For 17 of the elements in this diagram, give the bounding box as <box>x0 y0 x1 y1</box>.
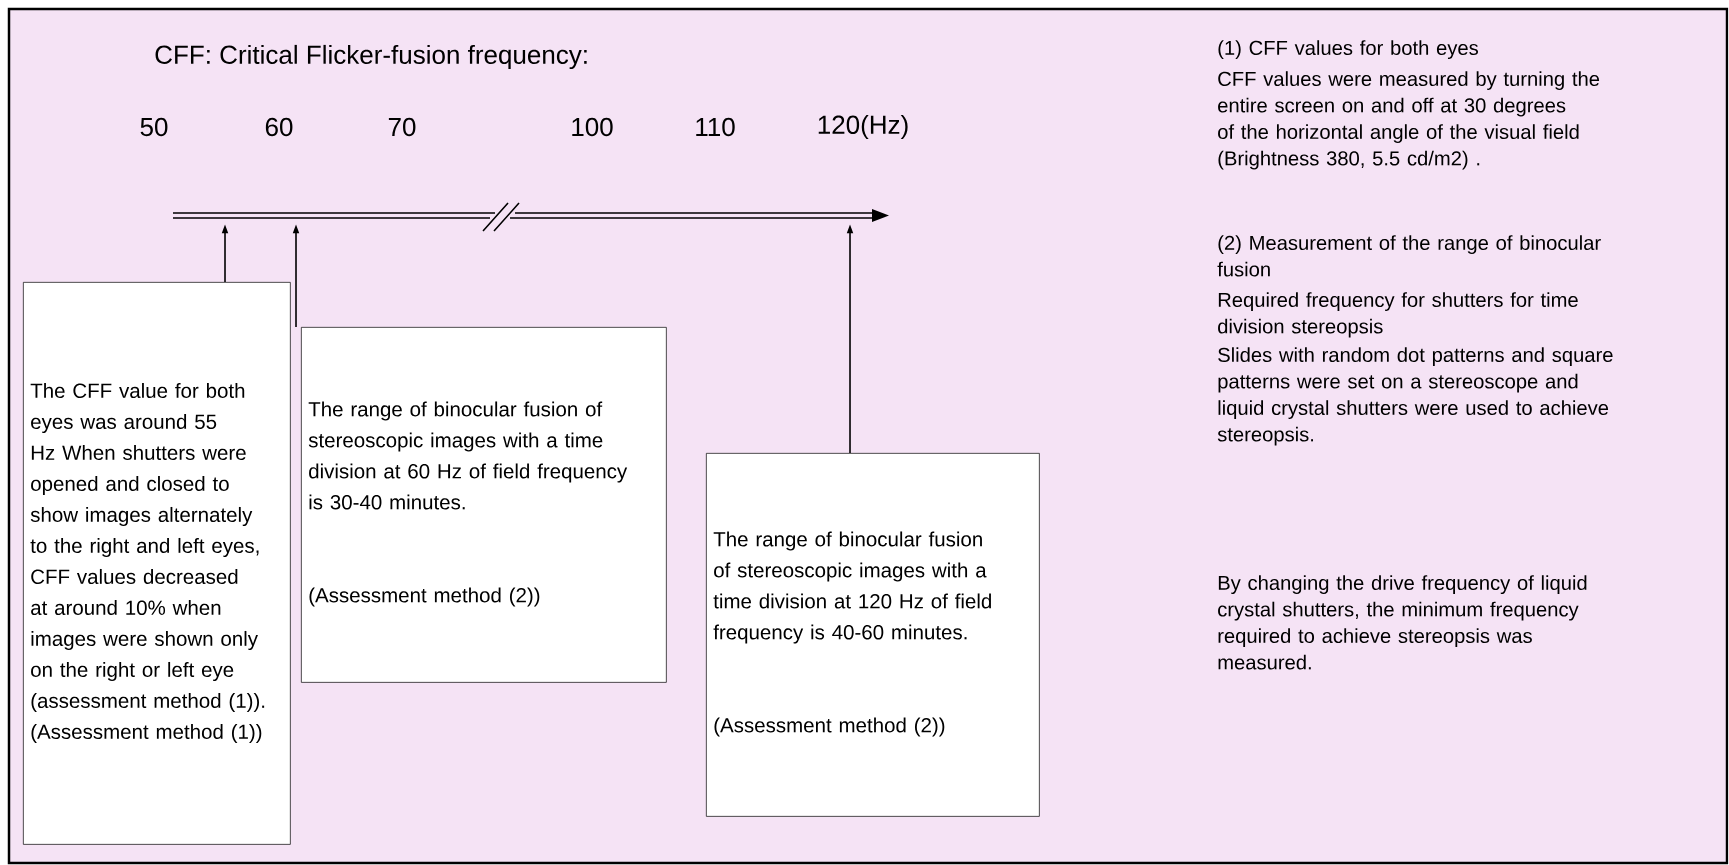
section-heading: Required frequency for shutters for time division stereopsis <box>1218 292 1578 338</box>
tick-label: 70 <box>388 117 416 137</box>
section-heading: (2) Measurement of the range of binocular fusion <box>1217 235 1601 277</box>
tick-label: 120(Hz) <box>818 114 908 140</box>
tick-label: 100 <box>572 117 613 137</box>
note-text: CFF values were measured by turning the entire screen on and off at 30 degrees of the horizontal angle of the visual field (Brightness 380, 5.5 cd/m2) . <box>1218 71 1600 170</box>
axis-arrow <box>172 202 889 232</box>
note-text: By changing the drive frequency of liquid crystal shutters, the minimum frequency required to achieve stereopsis was measured. <box>1218 575 1587 670</box>
section-heading: (1) CFF values for both eyes <box>1218 40 1478 60</box>
tick-label: 60 <box>265 117 293 137</box>
tick-label: 50 <box>140 117 168 137</box>
text-box: The CFF value for both eyes was around 55 Hz When shutters were opened and closed to show images alternately to the right and left eyes, CFF values decreased at around 10% when images were shown only on the right or left eye (assessment method (1)). (Assessment method (1)) <box>23 282 291 845</box>
note-text: Slides with random dot patterns and square patterns were set on a stereoscope and liquid crystal shutters were used to achieve stereopsis. <box>1217 347 1613 446</box>
text-box: The range of binocular fusion of stereoscopic images with a time division at 60 Hz of field frequency is 30-40 minutes. (Assessment method (2)) <box>301 327 667 683</box>
text-box: The range of binocular fusion of stereoscopic images with a time division at 120 Hz of field frequency is 40-60 minutes. (Assessment method (2)) <box>706 453 1040 817</box>
title: CFF: Critical Flicker-fusion frequency: <box>155 44 587 70</box>
tick-label: 110 <box>696 117 735 137</box>
